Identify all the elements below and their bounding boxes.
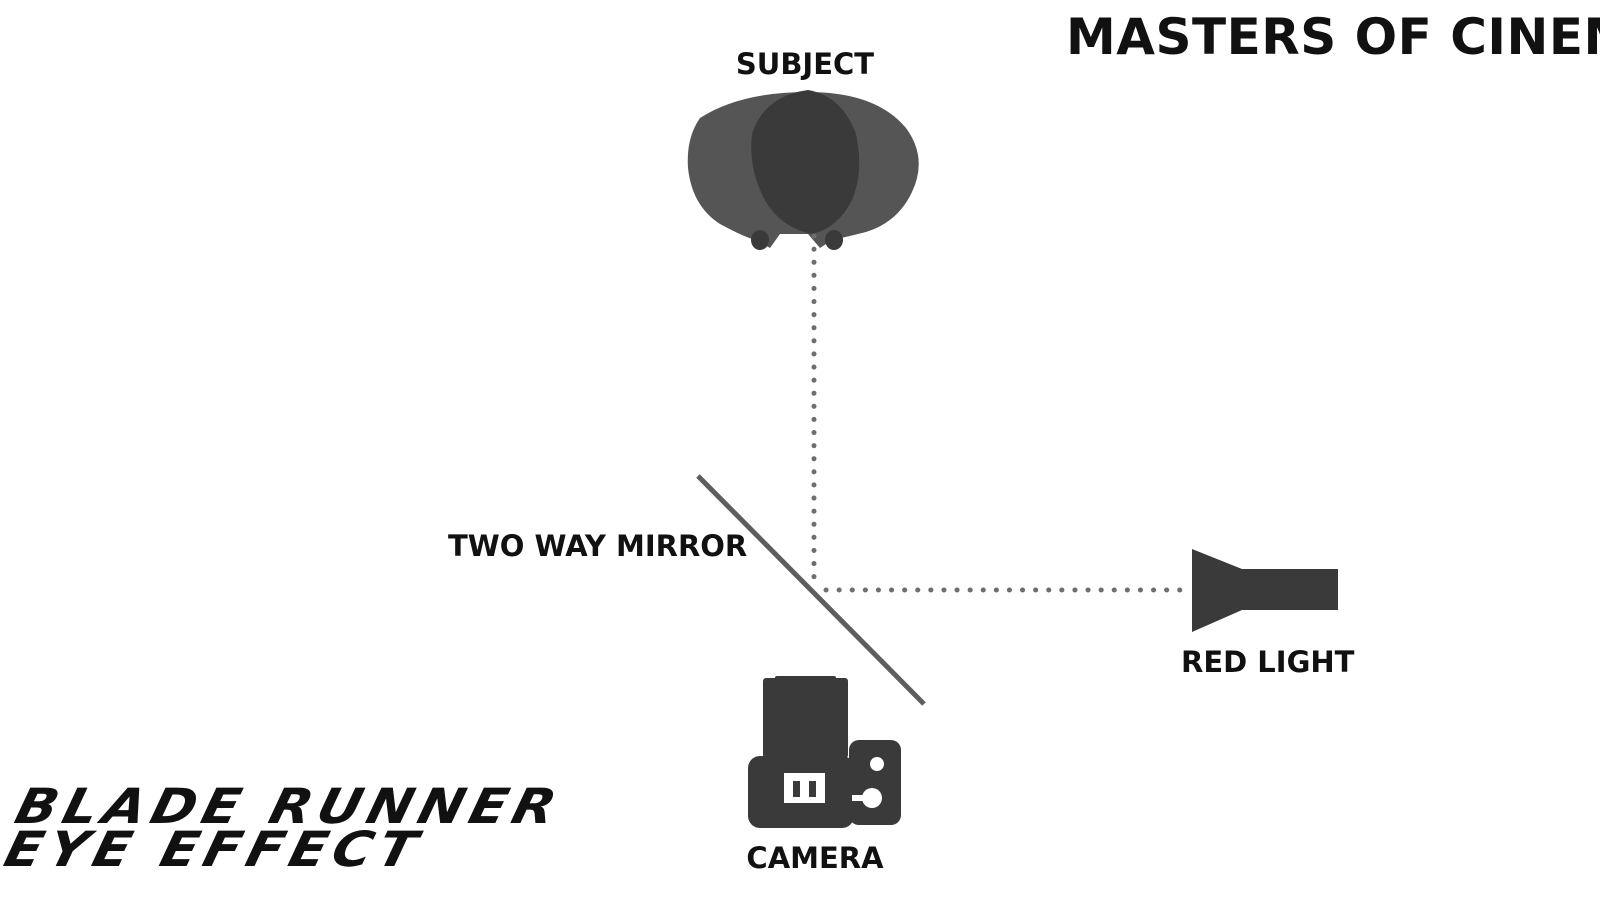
two-way-mirror [696,474,926,706]
camera-grip [849,740,901,825]
red-light-label: RED LIGHT [1181,645,1355,679]
spotlight-body [1240,569,1338,610]
camera-viewfinder [763,678,848,758]
mirror-label: TWO WAY MIRROR [448,529,748,563]
subject-left-ear [751,230,769,250]
camera-display-mark-left [793,781,800,797]
footer-title-line-2: EYE EFFECT [0,821,429,878]
camera-dial-connector [852,795,864,801]
brand-title: MASTERS OF CINEMA [1066,8,1600,66]
subject-label: SUBJECT [735,47,875,81]
footer-title: BLADE RUNNER EYE EFFECT [0,778,568,878]
camera-display-mark-right [809,781,816,797]
camera-dial-bottom [862,788,882,808]
subject-head [751,90,860,234]
spotlight-icon [1192,549,1338,632]
camera-icon [748,676,901,828]
camera-top [775,676,836,686]
camera-label: CAMERA [746,841,884,875]
camera-display [784,773,825,803]
camera-dial-top [870,757,884,771]
spotlight-head [1192,549,1242,632]
subject-right-ear [825,230,843,250]
subject-head-icon [687,90,919,250]
